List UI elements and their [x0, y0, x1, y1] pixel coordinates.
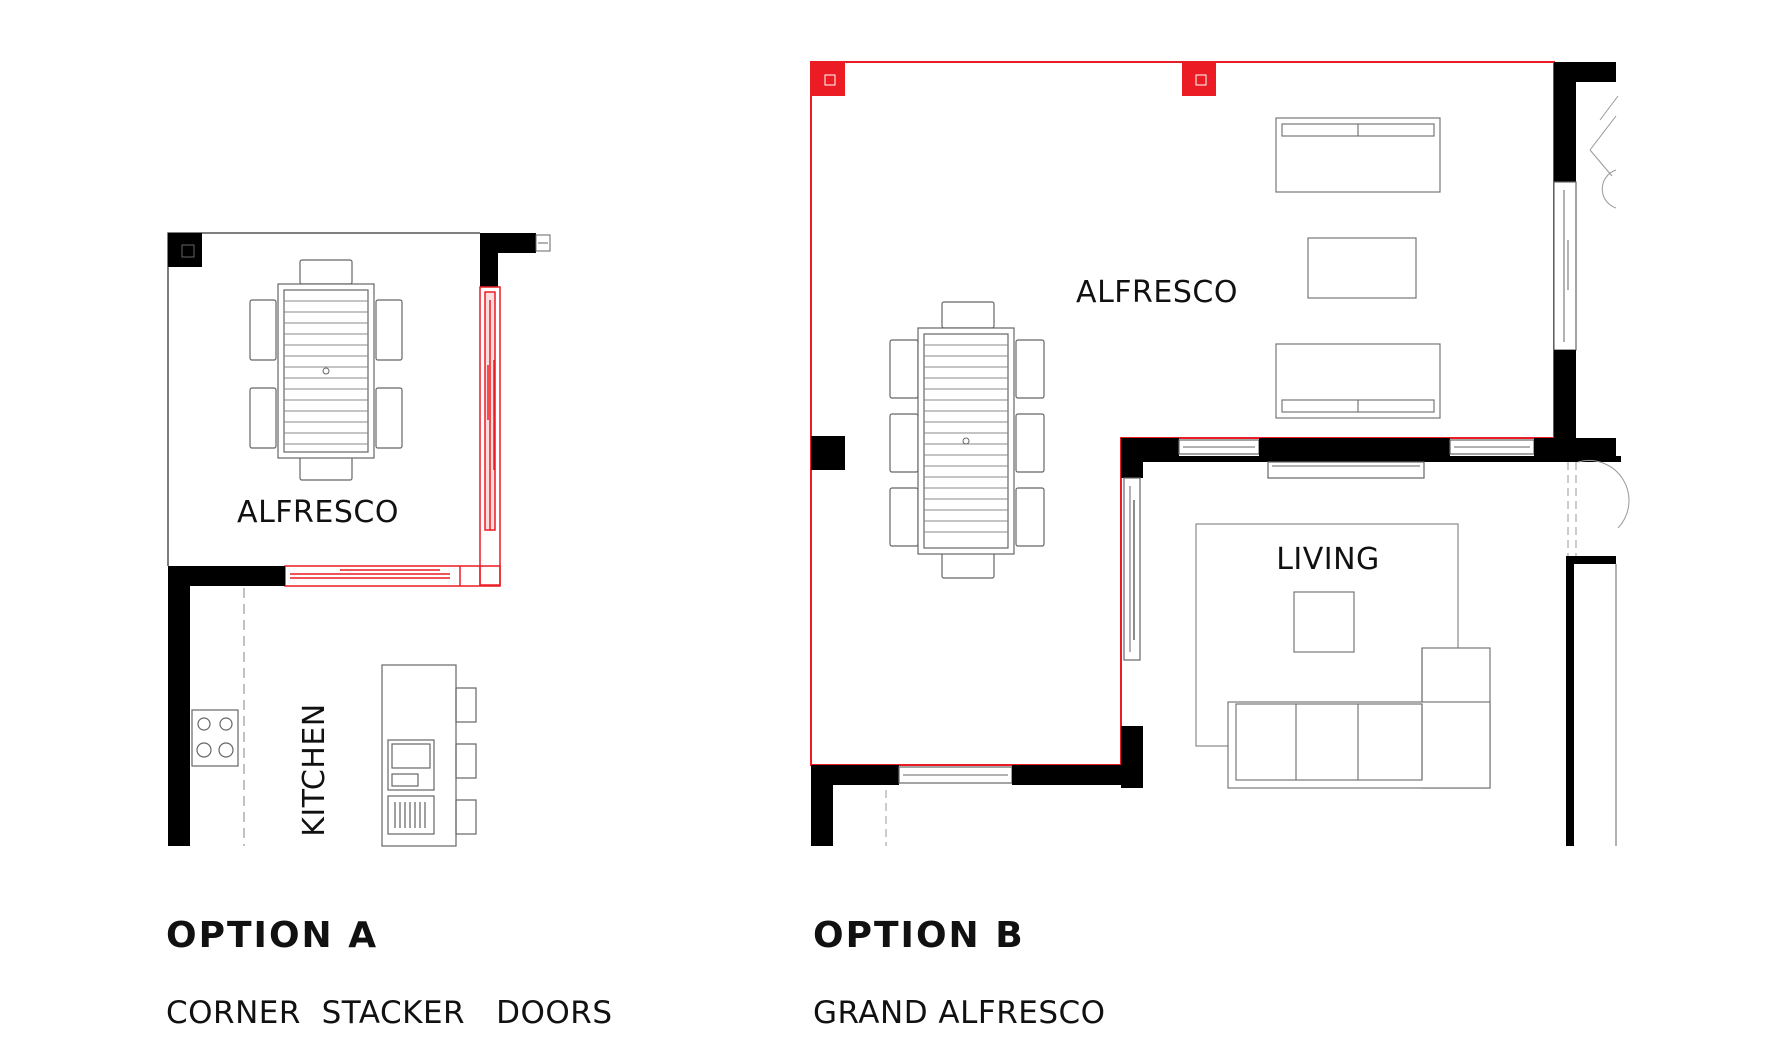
option-a-kitchen-island	[381, 664, 477, 847]
option-b-title: OPTION B	[813, 915, 1025, 956]
option-b-living-label: LIVING	[1276, 542, 1380, 577]
option-b-wall-far-right	[1566, 556, 1616, 564]
option-a-caption: OPTION A CORNER STACKER DOORS	[166, 878, 613, 1051]
option-a-wall-bottom	[168, 566, 285, 586]
option-b-sliding-door	[1123, 477, 1141, 661]
option-b-wall-right-lower	[1554, 350, 1576, 458]
option-b-wall-left-lower	[811, 765, 833, 846]
option-a-title: OPTION A	[166, 915, 379, 956]
option-b-wall-bottom-right	[1012, 765, 1143, 785]
option-b-living-sofa	[1227, 647, 1491, 789]
option-a-stacker-door-vertical	[479, 286, 501, 586]
option-b-post-black	[811, 436, 845, 470]
option-b-outdoor-sofa-bottom	[1275, 343, 1441, 419]
option-b-subtitle: GRAND ALFRESCO	[813, 995, 1106, 1031]
option-b-living-coffee-table	[1293, 591, 1355, 653]
option-a-wall-right-stub	[480, 233, 498, 287]
floor-plan-diagram: ALFRESCO KITCHEN	[167, 61, 1630, 847]
option-b-tv-unit	[1267, 461, 1425, 479]
option-a-alfresco-label: ALFRESCO	[237, 495, 399, 530]
option-a-corner-post	[168, 233, 202, 267]
option-b-outdoor-coffee-table	[1307, 237, 1417, 299]
option-a-kitchen-label: KITCHEN	[297, 703, 332, 837]
option-b-door-swing	[1577, 459, 1630, 529]
option-b-alfresco-label: ALFRESCO	[1076, 275, 1238, 310]
option-b-wall-right-upper	[1554, 62, 1576, 182]
option-a-cooktop	[191, 709, 239, 767]
option-b-outdoor-sofa-top	[1275, 117, 1441, 193]
option-a-dining-table	[249, 259, 403, 481]
option-b-post-middle	[1182, 62, 1216, 96]
option-b-plan: ALFRESCO LIVING	[810, 61, 1630, 846]
option-a-subtitle: CORNER STACKER DOORS	[166, 995, 613, 1031]
option-b-post-left	[811, 62, 845, 96]
option-a-stacker-door-horizontal	[284, 565, 501, 587]
option-b-window-right	[1553, 181, 1577, 351]
option-b-caption: OPTION B GRAND ALFRESCO	[813, 878, 1106, 1051]
option-a-wall-left	[168, 566, 190, 846]
option-a-plan: ALFRESCO KITCHEN	[167, 232, 551, 847]
